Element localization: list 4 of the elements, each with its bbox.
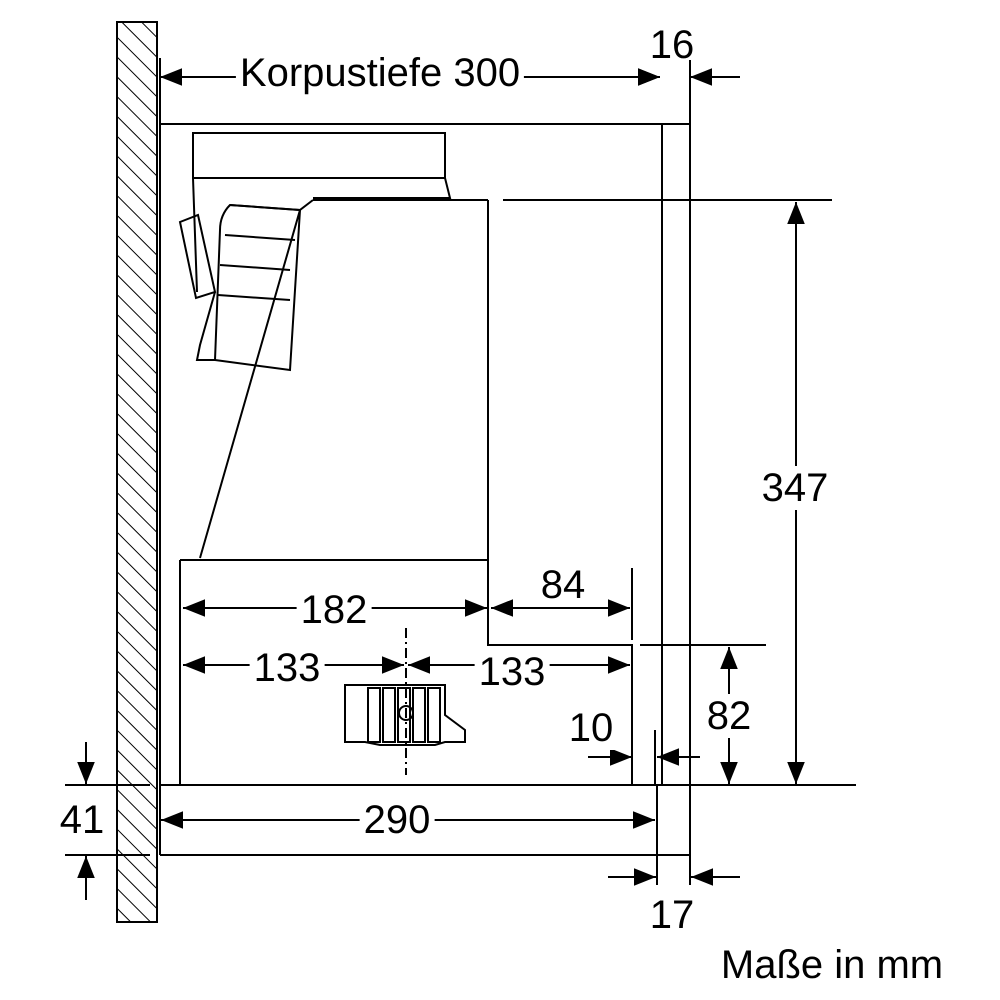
dimension-label: 17	[648, 893, 696, 937]
dimension-label: 41	[58, 798, 106, 842]
dimension-label: 16	[648, 23, 696, 67]
units-note: Maße in mm	[720, 943, 944, 987]
